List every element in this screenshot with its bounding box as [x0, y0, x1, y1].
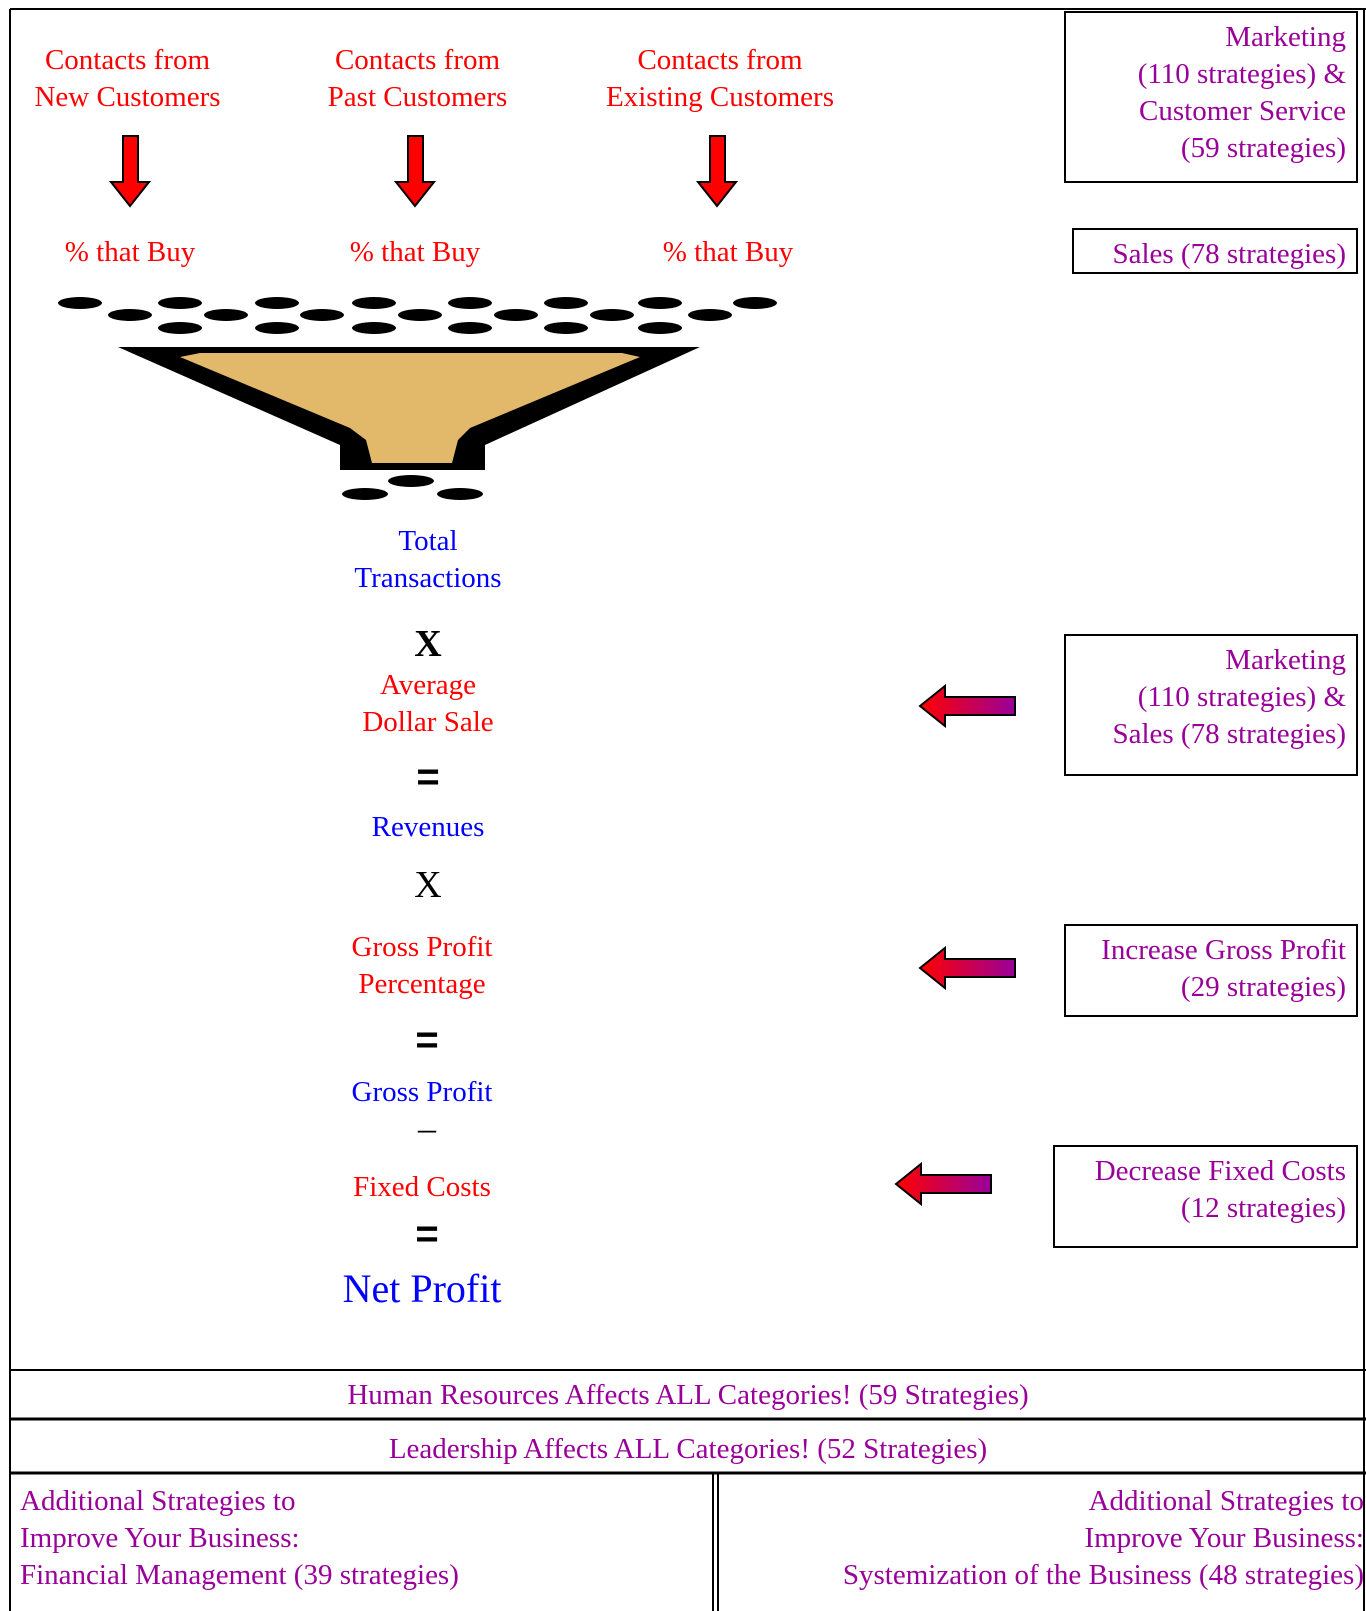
box-line: (110 strategies) & — [1137, 58, 1346, 90]
formula-line: Gross Profit — [351, 931, 493, 963]
gross-profit-percentage-label: Gross Profit Percentage — [312, 929, 532, 1003]
down-arrow-icon — [108, 135, 152, 208]
net-profit-label: Net Profit — [342, 1266, 502, 1311]
funnel-icon — [118, 347, 700, 470]
box-line: (29 strategies) — [1180, 971, 1346, 1003]
pct-buy-new: % that Buy — [64, 236, 196, 268]
source-existing-customers: Contacts from Existing Customers — [590, 42, 850, 116]
additional-line: Improve Your Business: — [1084, 1522, 1364, 1554]
formula-line: Percentage — [358, 968, 486, 1000]
marketing-sales-box: Marketing (110 strategies) & Sales (78 s… — [1064, 634, 1358, 776]
left-arrow-icon — [918, 945, 1016, 991]
pct-buy-past: % that Buy — [349, 236, 481, 268]
equals-sign: = — [415, 1212, 439, 1256]
source-line: Contacts from — [44, 44, 211, 76]
multiply-sign: X — [414, 864, 442, 906]
additional-line: Systemization of the Business (48 strate… — [842, 1559, 1364, 1591]
sales-box: Sales (78 strategies) — [1072, 228, 1358, 274]
box-text: Sales (78 strategies) — [1112, 238, 1346, 270]
down-arrow-icon — [393, 135, 437, 208]
box-line: Sales (78 strategies) — [1112, 718, 1346, 750]
source-line: Contacts from — [637, 44, 803, 76]
box-line: (12 strategies) — [1180, 1192, 1346, 1224]
source-line: New Customers — [34, 81, 221, 113]
human-resources-bar: Human Resources Affects ALL Categories! … — [347, 1379, 1029, 1411]
source-line: Contacts from — [334, 44, 501, 76]
gross-profit-label: Gross Profit — [351, 1076, 493, 1108]
multiply-sign: X — [414, 623, 442, 665]
box-line: Customer Service — [1139, 95, 1346, 127]
additional-systemization: Additional Strategies to Improve Your Bu… — [730, 1483, 1364, 1594]
additional-line: Financial Management (39 strategies) — [20, 1559, 459, 1591]
ellipse-dot-icon — [58, 297, 777, 334]
down-arrow-icon — [695, 135, 739, 208]
source-new-customers: Contacts from New Customers — [20, 42, 235, 116]
additional-line: Additional Strategies to — [20, 1485, 296, 1517]
equals-sign: = — [416, 755, 440, 799]
ellipse-dot-icon — [342, 475, 483, 500]
box-text: Marketing (110 strategies) & Sales (78 s… — [1112, 642, 1346, 753]
formula-line: Average — [379, 669, 477, 701]
leadership-bar: Leadership Affects ALL Categories! (52 S… — [388, 1433, 988, 1465]
left-arrow-icon — [918, 683, 1016, 729]
box-text: Marketing (110 strategies) & Customer Se… — [1138, 19, 1346, 167]
equals-sign: = — [415, 1018, 439, 1062]
increase-gross-profit-box: Increase Gross Profit (29 strategies) — [1064, 924, 1358, 1017]
source-past-customers: Contacts from Past Customers — [305, 42, 530, 116]
average-dollar-sale-label: Average Dollar Sale — [318, 667, 538, 741]
box-text: Increase Gross Profit (29 strategies) — [1101, 932, 1346, 1006]
minus-sign: – — [418, 1108, 436, 1148]
total-transactions-label: Total Transactions — [318, 523, 538, 597]
marketing-customer-service-box: Marketing (110 strategies) & Customer Se… — [1064, 11, 1358, 183]
source-line: Existing Customers — [606, 81, 834, 113]
pct-buy-existing: % that Buy — [662, 236, 794, 268]
additional-line: Additional Strategies to — [1088, 1485, 1364, 1517]
additional-financial-management: Additional Strategies to Improve Your Bu… — [20, 1483, 459, 1594]
additional-line: Improve Your Business: — [20, 1522, 300, 1554]
source-line: Past Customers — [327, 81, 508, 113]
formula-line: Dollar Sale — [362, 706, 494, 738]
revenues-label: Revenues — [371, 811, 485, 843]
box-line: Marketing — [1225, 644, 1346, 676]
box-line: (59 strategies) — [1180, 132, 1346, 164]
box-line: Increase Gross Profit — [1101, 934, 1346, 966]
fixed-costs-label: Fixed Costs — [353, 1171, 491, 1203]
formula-line: Total — [398, 525, 458, 557]
box-line: Decrease Fixed Costs — [1094, 1155, 1346, 1187]
left-arrow-icon — [894, 1161, 992, 1207]
box-line: (110 strategies) & — [1137, 681, 1346, 713]
box-line: Marketing — [1225, 21, 1346, 53]
decrease-fixed-costs-box: Decrease Fixed Costs (12 strategies) — [1053, 1145, 1358, 1248]
formula-line: Transactions — [354, 562, 502, 594]
box-text: Decrease Fixed Costs (12 strategies) — [1095, 1153, 1346, 1227]
